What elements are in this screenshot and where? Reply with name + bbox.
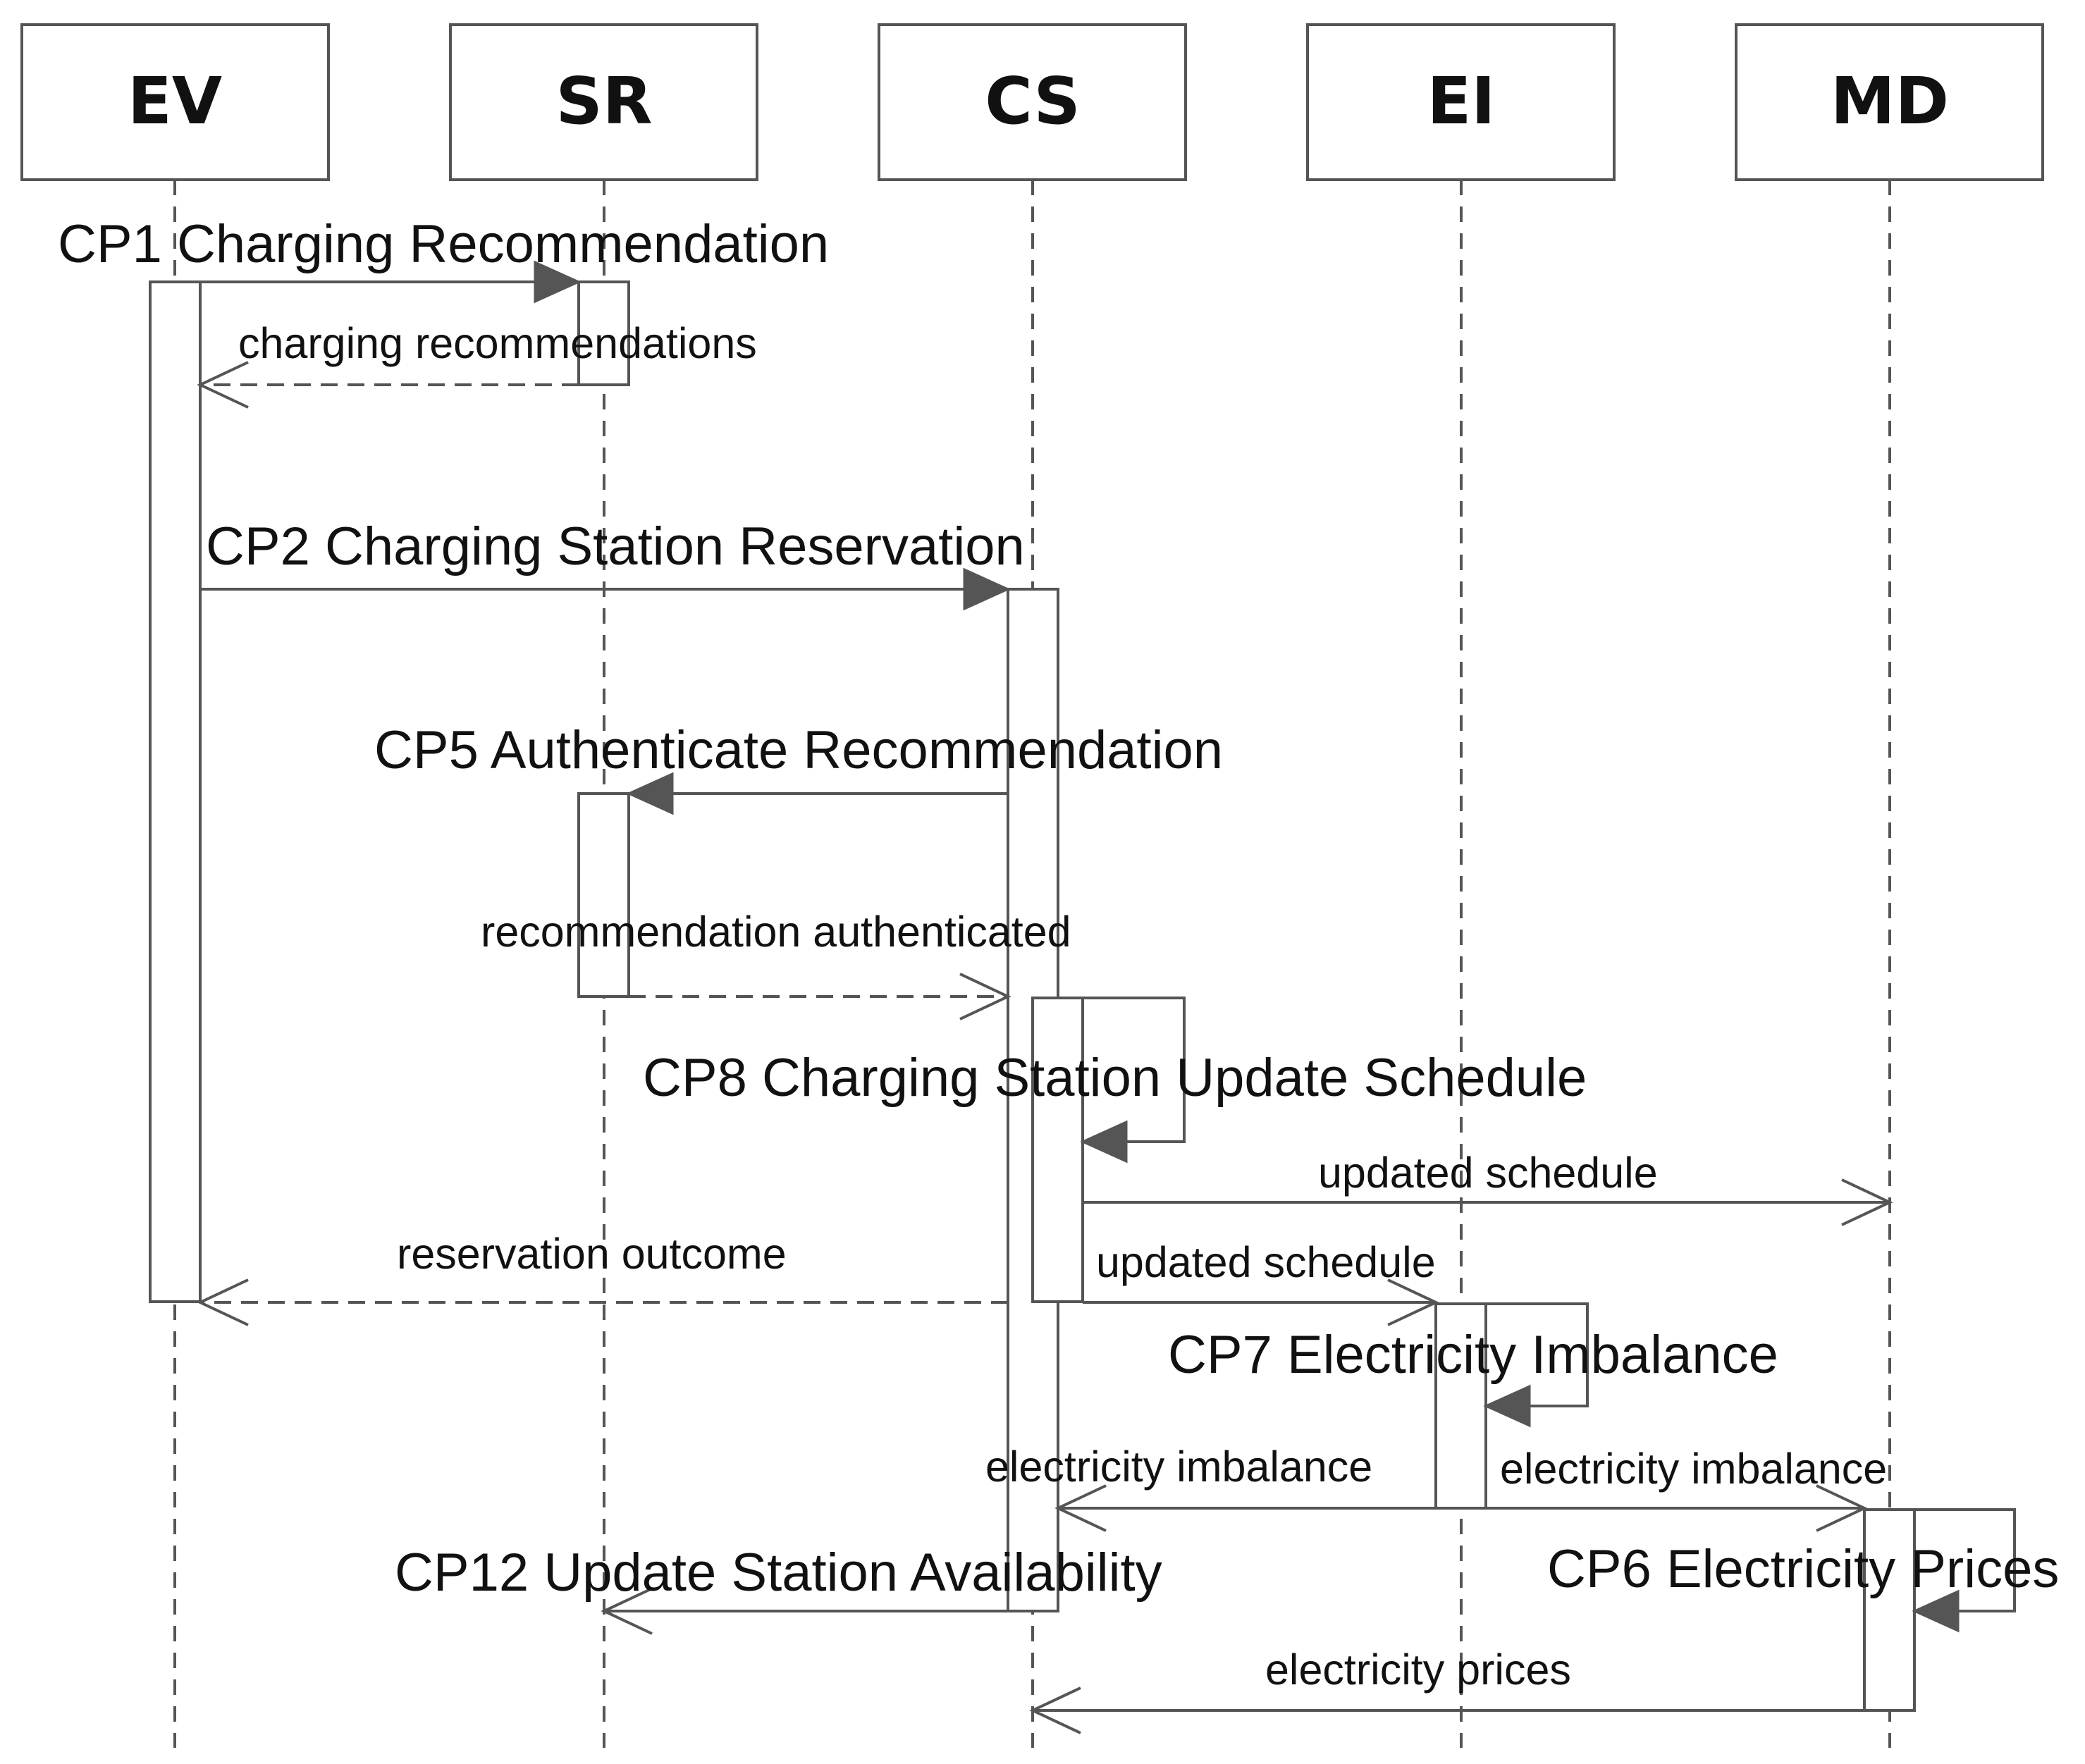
actor-sr: SR [449,23,758,181]
open-arrowhead-icon [601,1587,653,1635]
label-cp8: CP8 Charging Station Update Schedule [643,1048,1587,1108]
filled-arrowhead-icon [534,260,582,304]
message-charging-recommendations [197,361,579,409]
message-cp2 [200,567,1011,611]
filled-arrowhead-icon [1483,1384,1531,1428]
label-electricity-prices: electricity prices [1265,1646,1571,1694]
activation-sr-1 [577,280,630,386]
message-cp5 [626,772,1008,815]
actor-md: MD [1735,23,2044,181]
actor-cs-label: CS [985,63,1080,139]
actor-cs: CS [878,23,1187,181]
activation-sr-2 [577,792,630,998]
filled-arrowhead-icon [626,772,674,815]
message-reservation-outcome [197,1278,1008,1326]
open-arrowhead-icon [1816,1484,1868,1532]
label-cp12: CP12 Update Station Availability [395,1543,1162,1603]
open-arrowhead-icon [1029,1686,1081,1734]
label-cp7: CP7 Electricity Imbalance [1168,1325,1778,1385]
message-cp12 [601,1587,1008,1635]
label-cp6: CP6 Electricity Prices [1547,1539,2059,1599]
open-arrowhead-icon [197,361,249,409]
message-cp6-self [1912,1508,2016,1633]
message-cp8-self [1080,997,1186,1164]
label-reservation-outcome: reservation outcome [397,1230,787,1278]
filled-arrowhead-icon [963,567,1011,611]
message-recommendation-authenticated [629,973,1011,1020]
label-recommendation-authenticated: recommendation authenticated [481,908,1071,956]
filled-arrowhead-icon [1912,1589,1960,1633]
open-arrowhead-icon [959,973,1011,1020]
message-electricity-imbalance-md [1486,1484,1868,1532]
open-arrowhead-icon [1054,1484,1107,1532]
label-cp2: CP2 Charging Station Reservation [206,517,1025,576]
actor-md-label: MD [1831,63,1949,139]
label-cp1: CP1 Charging Recommendation [58,214,829,274]
message-electricity-prices [1029,1686,1864,1734]
actor-ei: EI [1306,23,1616,181]
message-cp1 [200,260,582,304]
message-updated-schedule-ei [1083,1278,1439,1326]
actor-ev: EV [20,23,330,181]
label-updated-schedule-ei: updated schedule [1096,1238,1436,1286]
label-updated-schedule-md: updated schedule [1318,1149,1658,1197]
message-electricity-imbalance-cs [1054,1484,1436,1532]
open-arrowhead-icon [197,1278,249,1326]
label-cp5: CP5 Authenticate Recommendation [374,720,1223,780]
label-charging-recommendations: charging recommendations [238,319,757,367]
actor-ei-label: EI [1427,63,1495,139]
open-arrowhead-icon [1387,1278,1439,1326]
actor-ev-label: EV [128,63,222,139]
activation-md [1863,1508,1916,1712]
open-arrowhead-icon [1841,1178,1893,1226]
actor-sr-label: SR [555,63,652,139]
activation-cs-2 [1031,997,1084,1303]
label-electricity-imbalance-md: electricity imbalance [1500,1445,1887,1493]
activation-ei [1434,1302,1487,1510]
message-updated-schedule-md [1083,1178,1893,1226]
filled-arrowhead-icon [1080,1120,1128,1164]
activation-ev [149,280,202,1303]
label-electricity-imbalance-cs: electricity imbalance [985,1443,1372,1491]
message-cp7-self [1483,1302,1589,1428]
